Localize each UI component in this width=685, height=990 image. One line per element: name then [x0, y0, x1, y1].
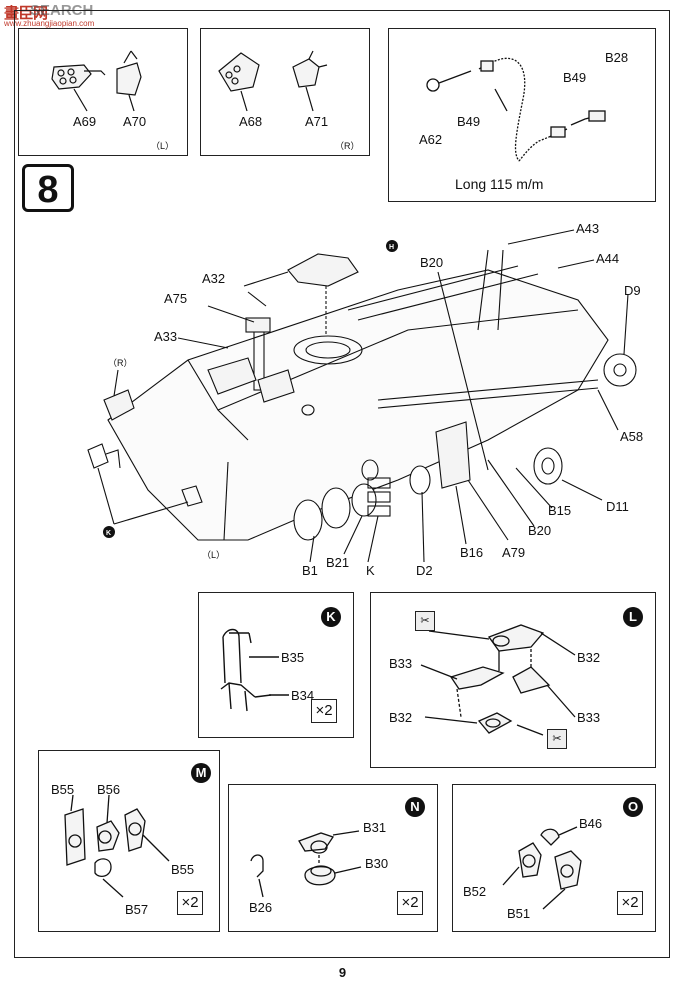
quantity-badge-o: ×2 — [617, 891, 643, 915]
label-a58: A58 — [620, 429, 644, 444]
label-b55-top: B55 — [51, 782, 75, 797]
label-b55-bottom: B55 — [171, 862, 195, 877]
label-a69: A69 — [73, 114, 97, 129]
marker-n-panel: N — [405, 797, 425, 817]
label-a44: A44 — [596, 251, 620, 266]
tow-cable-drawing — [426, 57, 606, 162]
label-d2: D2 — [416, 563, 433, 578]
label-b32-left: B32 — [389, 710, 413, 725]
label-b28: B28 — [605, 50, 629, 65]
panel-top-left: A69 A70 （L） — [18, 28, 188, 156]
part-b55-b57-drawing — [64, 794, 170, 898]
label-b49-right: B49 — [563, 70, 587, 85]
label-d11: D11 — [606, 499, 629, 514]
label-b30: B30 — [365, 856, 389, 871]
label-a32: A32 — [202, 271, 226, 286]
marker-k: K — [106, 530, 112, 537]
part-b32-b33-drawing — [420, 624, 576, 736]
part-a68-a71-drawing — [218, 50, 328, 112]
panel-top-right: A62 B49 B49 B28 Long 115 m/m — [388, 28, 656, 202]
label-d9: D9 — [624, 283, 641, 298]
label-a68: A68 — [239, 114, 263, 129]
label-b51: B51 — [507, 906, 531, 921]
label-a70: A70 — [123, 114, 147, 129]
page-number: 9 — [338, 965, 347, 980]
side-label-right: （R） — [335, 141, 360, 151]
page-frame — [14, 10, 670, 958]
marker-k-dot — [103, 526, 115, 538]
main-assembly: H K A32 A75 A33 （R） （L） B20 A43 A44 D9 A… — [18, 210, 668, 590]
label-a79: A79 — [502, 545, 526, 560]
label-a62: A62 — [419, 132, 443, 147]
label-b57: B57 — [125, 902, 149, 917]
label-b56: B56 — [97, 782, 121, 797]
label-b20-bottom: B20 — [528, 523, 552, 538]
cut-instruction-icon-top: ✂ — [415, 611, 435, 631]
label-k-bottom: K — [366, 563, 375, 578]
marker-h-dot — [386, 240, 398, 252]
cut-instruction-icon-bottom: ✂ — [547, 729, 567, 749]
side-label-left: （L） — [151, 141, 175, 151]
panel-top-mid: A68 A71 （R） — [200, 28, 370, 156]
label-b15: B15 — [548, 503, 572, 518]
label-a75: A75 — [164, 291, 188, 306]
hull-assembly-drawing — [87, 229, 637, 563]
panel-o: O B46 B52 B51 ×2 — [452, 784, 656, 932]
marker-l-panel: L — [623, 607, 643, 627]
label-b31: B31 — [363, 820, 387, 835]
label-b34: B34 — [291, 688, 315, 703]
watermark-url: www.zhuangjiaopian.com — [4, 19, 95, 28]
quantity-badge-m: ×2 — [177, 891, 203, 915]
panel-n: N B31 B30 B26 ×2 — [228, 784, 438, 932]
label-b52: B52 — [463, 884, 487, 899]
label-b33-right: B33 — [577, 710, 601, 725]
label-b21: B21 — [326, 555, 350, 570]
label-b46: B46 — [579, 816, 603, 831]
part-b26-b31-drawing — [250, 830, 362, 898]
panel-l: L ✂ ✂ B33 B32 B32 B33 — [370, 592, 656, 768]
part-b34-b35-drawing — [220, 628, 289, 712]
part-a69-a70-drawing — [51, 50, 142, 112]
panel-m: M B55 B56 B55 B57 ×2 — [38, 750, 220, 932]
marker-h: H — [389, 244, 395, 251]
cable-length-note: Long 115 m/m — [455, 176, 544, 192]
label-a33: A33 — [154, 329, 178, 344]
marker-k-panel: K — [321, 607, 341, 627]
label-b33-left: B33 — [389, 656, 413, 671]
panel-k: K B35 B34 ×2 — [198, 592, 354, 738]
step-number: 8 — [22, 164, 74, 212]
label-b49-left: B49 — [457, 114, 481, 129]
marker-o-panel: O — [623, 797, 643, 817]
watermark-logo: 畫臣网 — [4, 5, 48, 22]
label-a71: A71 — [305, 114, 329, 129]
label-side-l: （L） — [202, 550, 226, 560]
label-side-r: （R） — [108, 358, 133, 368]
label-b16: B16 — [460, 545, 484, 560]
label-b35: B35 — [281, 650, 305, 665]
label-b32-right: B32 — [577, 650, 601, 665]
quantity-badge-k: ×2 — [311, 699, 337, 723]
marker-m-panel: M — [191, 763, 211, 783]
part-b46-b52-drawing — [502, 826, 582, 910]
label-b1: B1 — [302, 563, 318, 578]
label-b20-top: B20 — [420, 255, 444, 270]
label-a43: A43 — [576, 221, 600, 236]
label-b26: B26 — [249, 900, 273, 915]
quantity-badge-n: ×2 — [397, 891, 423, 915]
